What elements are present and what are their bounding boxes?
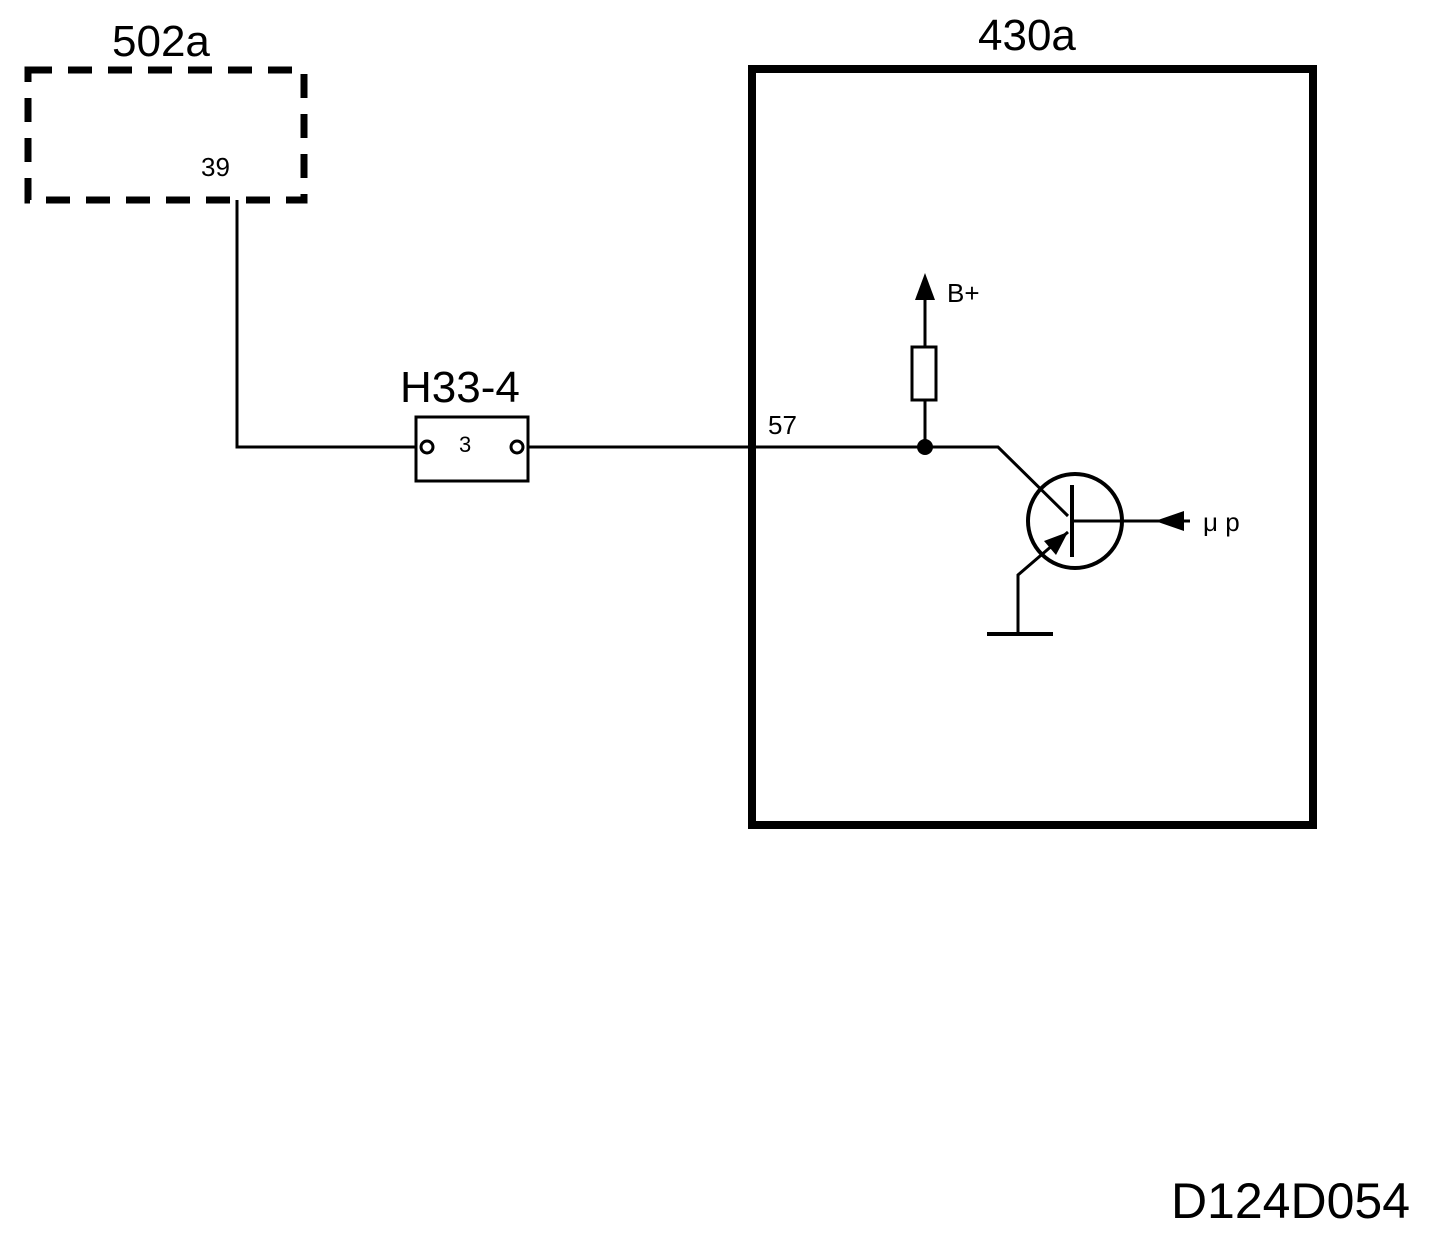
- connector-body: [414, 415, 530, 483]
- wire-junction-to-collector: [925, 445, 1070, 518]
- supply-arrow-icon: [915, 273, 935, 300]
- connector-pin-label: 3: [459, 432, 471, 457]
- connector-terminal-right: [509, 439, 525, 455]
- module-502a-label: 502a: [112, 17, 210, 66]
- emitter-arrow-icon: [1044, 532, 1068, 555]
- supply-label: B+: [947, 278, 980, 308]
- pullup-resistor: [910, 345, 938, 402]
- module-430a-pin-label: 57: [768, 410, 797, 440]
- module-430a-label: 430a: [978, 11, 1076, 60]
- transistor-emitter: [1016, 530, 1069, 633]
- module-502a-box: [24, 66, 308, 204]
- connector-label: H33-4: [400, 363, 520, 412]
- module-502a-pin-label: 39: [201, 152, 230, 182]
- connector-terminal-left: [419, 439, 435, 455]
- wire-502a-to-connector: [235, 200, 417, 449]
- micro-signal-label: μ p: [1203, 507, 1240, 537]
- drawing-code: D124D054: [1171, 1173, 1410, 1229]
- base-input-arrow-icon: [1155, 511, 1184, 531]
